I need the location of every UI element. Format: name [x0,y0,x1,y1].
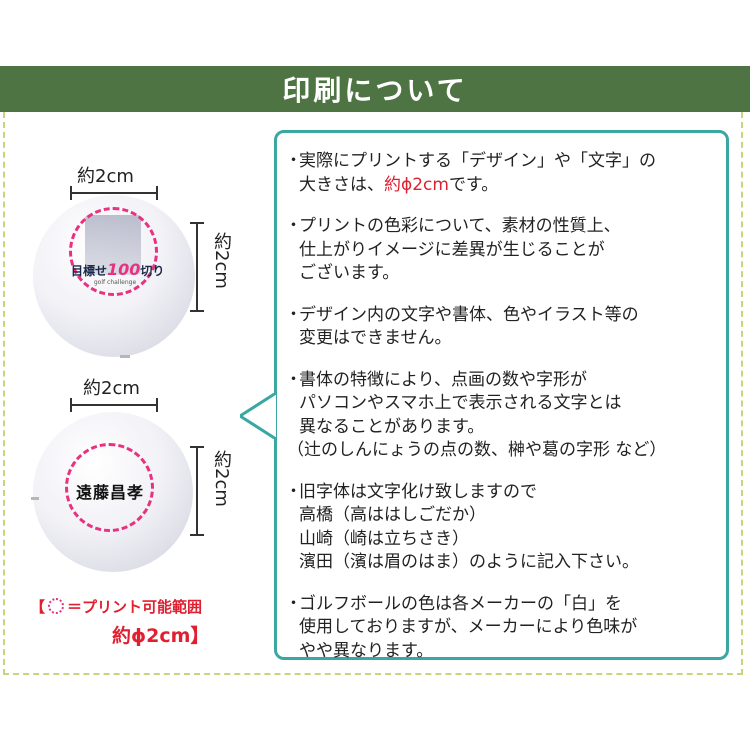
note-bullet: ・ [285,593,302,614]
ball1-height-dimension-line [190,222,204,312]
note-text: です。 [448,174,499,195]
ball1-logo-subtext: golf challenge [93,279,137,286]
logo-text-pre: 目標せ [71,264,108,278]
ball1-logo-text: 目標せ100切り [71,260,164,279]
note-line: ゴルフボールの色は各メーカーの「白」を [299,593,622,614]
section-title: 印刷について [282,74,468,107]
note-line: 高橋（高ははしごだか） [299,505,486,525]
note-line: デザイン内の文字や書体、色やイラスト等の [299,304,639,325]
note-line: 実際にプリントする「デザイン」や「文字」の [299,151,656,171]
section-header: 印刷について [0,66,750,112]
print-area-size-legend: 約ϕ2cm】 [112,625,210,647]
note-line: 異なることがあります。 [299,416,485,437]
note-item: ・ 実際にプリントする「デザイン」や「文字」の 大きさは、約ϕ2cmです。 [283,150,723,197]
ball-seam-mark [31,497,39,500]
ball2-height-dimension-line [190,446,204,536]
note-bullet: ・ [285,369,302,390]
note-line: 旧字体は文字化け致しますので [299,481,537,502]
notes-bubble [274,130,729,660]
ball2-width-dimension-line [70,398,158,412]
print-area-circle-1 [69,207,158,296]
logo-text-post: 切り [140,264,165,278]
ball-seam-mark [120,355,130,358]
note-item: ・ 書体の特徴により、点画の数や字形が パソコンやスマホ上で表示される文字とは … [283,369,723,463]
dashed-frame [3,112,743,675]
notes-list: ・ 実際にプリントする「デザイン」や「文字」の 大きさは、約ϕ2cmです。 ・ … [283,150,723,681]
ball1-width-label: 約2cm [77,166,134,187]
note-line-extra: （辻のしんにょうの点の数、榊や葛の字形 など） [287,440,667,460]
note-item: ・ 旧字体は文字化け致しますので 高橋（高ははしごだか） 山崎（崎は立ちさき） … [283,481,723,575]
size-highlight: 約ϕ2cm [384,174,449,195]
note-line: 使用しておりますが、メーカーにより色味が [299,617,638,637]
note-bullet: ・ [285,481,302,502]
note-bullet: ・ [285,304,302,325]
ball2-width-label: 約2cm [83,378,140,399]
print-area-legend: 【 ＝プリント可能範囲 [30,596,202,617]
note-line: 変更はできません。 [299,328,452,348]
print-area-circle-2 [65,443,154,532]
note-item: ・ デザイン内の文字や書体、色やイラスト等の 変更はできません。 [283,304,723,351]
legend-bracket: 【 [30,598,46,616]
note-line: パソコンやスマホ上で表示される文字とは [299,393,622,413]
note-line: 仕上がりイメージに差異が生じることが [299,239,605,260]
ball1-height-label: 約2cm [211,232,232,289]
note-line: プリントの色彩について、素材の性質上、 [299,216,621,236]
ball2-name-text: 遠藤昌孝 [75,483,144,502]
note-bullet: ・ [285,151,302,171]
note-line: 濱田（濱は眉のはま）のように記入下さい。 [299,552,639,572]
dotted-ring-icon [48,598,65,614]
note-text: 大きさは、 [299,174,384,195]
note-line: 大きさは、約ϕ2cmです。 [299,174,723,198]
legend-text: ＝プリント可能範囲 [67,598,203,616]
note-line: 山崎（崎は立ちさき） [299,528,469,549]
logo-text-number: 100 [107,260,141,279]
note-line: やや異なります。 [299,640,434,661]
note-line: ございます。 [299,263,400,283]
ball1-width-dimension-line [70,186,158,200]
note-line: 書体の特徴により、点画の数や字形が [299,369,587,390]
note-item: ・ ゴルフボールの色は各メーカーの「白」を 使用しておりますが、メーカーにより色… [283,593,723,664]
ball2-height-label: 約2cm [211,450,232,507]
note-item: ・ プリントの色彩について、素材の性質上、 仕上がりイメージに差異が生じることが… [283,215,723,286]
note-bullet: ・ [285,216,302,236]
